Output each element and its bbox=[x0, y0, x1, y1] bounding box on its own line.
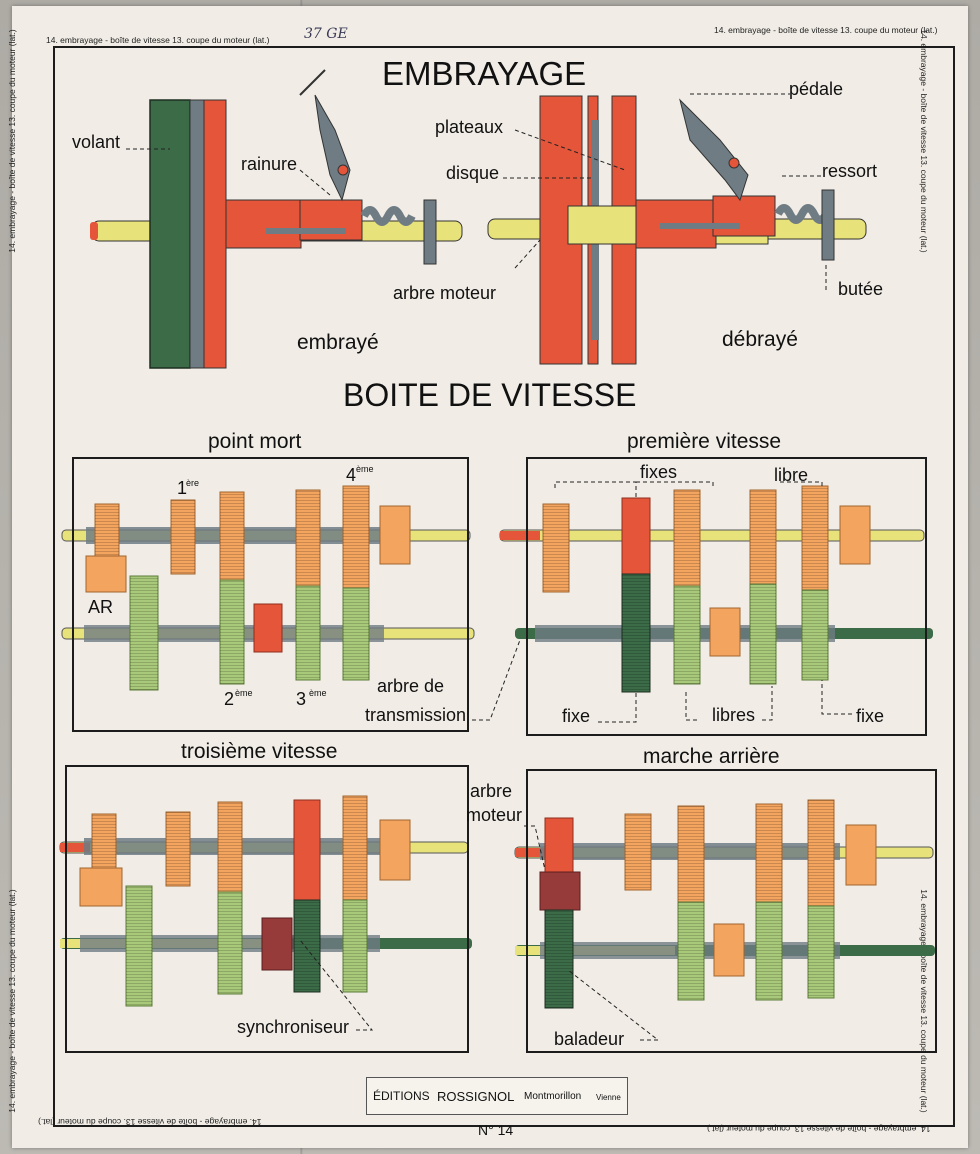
label-fixe-right: fixe bbox=[856, 706, 885, 726]
panel-troisieme-vitesse bbox=[65, 765, 469, 1053]
label-arbre-de: arbre de bbox=[377, 676, 445, 696]
publisher-editions: ÉDITIONS bbox=[373, 1089, 430, 1103]
label-synchroniseur: synchroniseur bbox=[237, 1017, 350, 1037]
publisher-region: Vienne bbox=[596, 1093, 621, 1102]
gearbox-neutral-diagram bbox=[61, 485, 475, 691]
panel-premiere-vitesse bbox=[526, 457, 927, 736]
label-fixes: fixes bbox=[640, 462, 678, 482]
leader-lines-gearbox bbox=[299, 481, 852, 1041]
label-volant: volant bbox=[72, 132, 121, 152]
label-disque: disque bbox=[446, 163, 500, 183]
gearbox-third-gear-diagram bbox=[59, 795, 472, 1007]
gear-number-3: 3 bbox=[296, 689, 307, 709]
clutch-disengaged-diagram bbox=[487, 95, 867, 365]
panel-title-marche-arriere: marche arrière bbox=[643, 745, 780, 768]
gear-suffix-4: ème bbox=[356, 464, 374, 474]
gearbox-first-gear-diagram bbox=[499, 485, 933, 693]
leader-lines-top bbox=[126, 93, 827, 290]
gear-number-1: 1 bbox=[177, 478, 188, 498]
publisher-city: Montmorillon bbox=[524, 1091, 582, 1102]
edge-caption-top-left: 14. embrayage - boîte de vitesse 13. cou… bbox=[46, 35, 270, 45]
label-baladeur: baladeur bbox=[554, 1029, 625, 1049]
boite-title: BOITE DE VITESSE bbox=[343, 377, 637, 413]
label-moteur: moteur bbox=[466, 805, 523, 825]
label-embraye: embrayé bbox=[297, 331, 379, 354]
label-ressort: ressort bbox=[822, 161, 878, 181]
gear-suffix-1: ère bbox=[186, 478, 200, 488]
clutch-engaged-diagram bbox=[90, 69, 463, 369]
label-libres: libres bbox=[712, 705, 756, 725]
label-libre: libre bbox=[774, 465, 809, 485]
panel-marche-arriere bbox=[526, 769, 937, 1053]
label-arbre-moteur: arbre moteur bbox=[393, 283, 497, 303]
panel-title-point-mort: point mort bbox=[208, 430, 302, 453]
gearbox-reverse-diagram bbox=[514, 799, 935, 1009]
edge-caption-top-right: 14. embrayage - boîte de vitesse 13. cou… bbox=[714, 25, 938, 35]
poster-frame bbox=[53, 46, 955, 1127]
label-fixe-left: fixe bbox=[562, 706, 591, 726]
embrayage-title: EMBRAYAGE bbox=[382, 55, 587, 92]
label-transmission: transmission bbox=[365, 705, 467, 725]
gear-number-4: 4 bbox=[346, 465, 357, 485]
label-ar: AR bbox=[88, 597, 114, 617]
panel-title-troisieme-vitesse: troisième vitesse bbox=[181, 740, 338, 763]
panel-title-premiere-vitesse: première vitesse bbox=[627, 430, 782, 453]
label-rainure: rainure bbox=[241, 154, 298, 174]
label-plateaux: plateaux bbox=[435, 117, 504, 137]
gear-suffix-3: ème bbox=[309, 688, 327, 698]
publisher-brand: ROSSIGNOL bbox=[437, 1089, 515, 1104]
handwritten-reference: 37 GE bbox=[304, 26, 348, 42]
plate-number: N° 14 bbox=[478, 1122, 514, 1138]
label-butee: butée bbox=[838, 279, 884, 299]
label-pedale: pédale bbox=[789, 79, 844, 99]
gear-number-2: 2 bbox=[224, 689, 235, 709]
label-arbre: arbre bbox=[470, 781, 513, 801]
gear-suffix-2: ème bbox=[235, 688, 253, 698]
panel-point-mort bbox=[72, 457, 469, 732]
label-debraye: débrayé bbox=[722, 328, 798, 351]
publisher-box: ÉDITIONS ROSSIGNOL Montmorillon Vienne bbox=[366, 1077, 628, 1115]
